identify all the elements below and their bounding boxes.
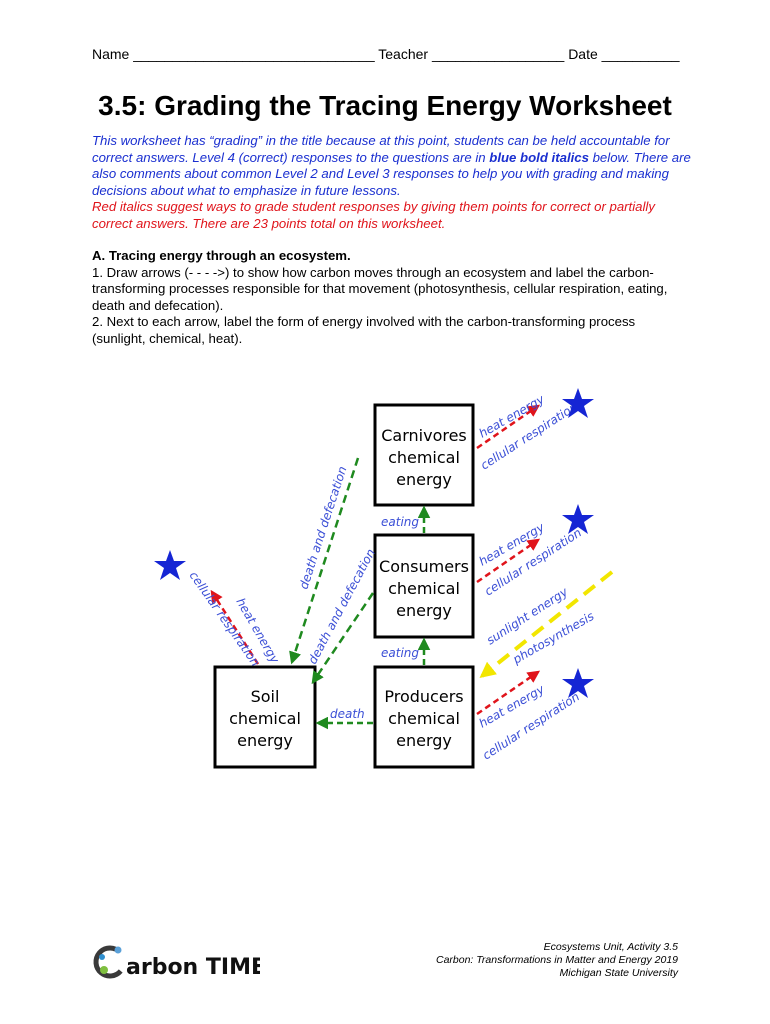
box-soil-line2: chemical	[229, 709, 301, 728]
death-defecation-arrow-carnivores-to-soil	[289, 457, 360, 665]
box-producers-line2: chemical	[388, 709, 460, 728]
box-consumers-line2: chemical	[388, 579, 460, 598]
box-producers-line3: energy	[396, 731, 452, 750]
intro-blue-text-2: below. There are also comments about com…	[92, 149, 691, 198]
box-carnivores-line3: energy	[396, 470, 452, 489]
label-death: death	[330, 707, 365, 721]
death-defecation-arrow-consumers-to-soil	[311, 592, 375, 685]
star-icon-carnivores	[562, 388, 594, 418]
carbon-time-logo: arbon TIME	[90, 938, 266, 987]
box-carnivores: Carnivores chemical energy	[373, 403, 475, 507]
respiration-arrow-carnivores	[476, 404, 541, 450]
box-consumers: Consumers chemical energy	[373, 533, 475, 639]
intro-blue-paragraph: This worksheet has “grading” in the titl…	[92, 133, 692, 199]
carbon-time-logo-mark: arbon TIME	[93, 945, 266, 980]
intro-blue-text-1: This worksheet has “grading” in the titl…	[92, 133, 670, 165]
respiration-arrow-soil	[210, 589, 260, 665]
section-a-heading: A. Tracing energy through an ecosystem.	[92, 248, 351, 263]
respiration-arrow-consumers	[476, 538, 541, 584]
footer-line-1: Ecosystems Unit, Activity 3.5	[543, 941, 678, 953]
label-eating-1: eating	[381, 515, 419, 529]
box-carnivores-line1: Carnivores	[381, 426, 467, 445]
box-soil-line3: energy	[237, 731, 293, 750]
question-1: 1. Draw arrows (- - - ->) to show how ca…	[92, 264, 668, 313]
footer-line-2: Carbon: Transformations in Matter and En…	[435, 954, 678, 966]
box-producers: Producers chemical energy	[373, 665, 475, 769]
intro-red-paragraph: Red italics suggest ways to grade studen…	[92, 199, 655, 231]
box-consumers-line1: Consumers	[379, 557, 469, 576]
sunlight-arrow	[479, 570, 614, 678]
section-a: A. Tracing energy through an ecosystem. …	[92, 248, 692, 347]
box-consumers-line3: energy	[396, 601, 452, 620]
question-2: 2. Next to each arrow, label the form of…	[92, 314, 636, 346]
logo-text: arbon TIME	[126, 955, 260, 980]
box-producers-line1: Producers	[384, 687, 463, 706]
intro-blue-bold: blue bold italics	[489, 149, 589, 165]
star-icon-consumers	[562, 504, 594, 534]
label-eating-2: eating	[381, 646, 419, 660]
respiration-arrow-producers	[476, 670, 541, 716]
footer: Ecosystems Unit, Activity 3.5 Carbon: Tr…	[436, 941, 678, 980]
label-death-defecation-1: death and defecation	[297, 464, 350, 590]
page-title: 3.5: Grading the Tracing Energy Workshee…	[98, 90, 672, 121]
star-icon-soil	[154, 550, 186, 580]
box-soil: Soil chemical energy	[213, 665, 317, 769]
star-icon-producers	[562, 668, 594, 698]
footer-line-3: Michigan State University	[559, 967, 678, 979]
name-teacher-date-line: Name _______________________________ Tea…	[92, 46, 680, 62]
box-soil-line1: Soil	[251, 687, 280, 706]
box-carnivores-line2: chemical	[388, 448, 460, 467]
